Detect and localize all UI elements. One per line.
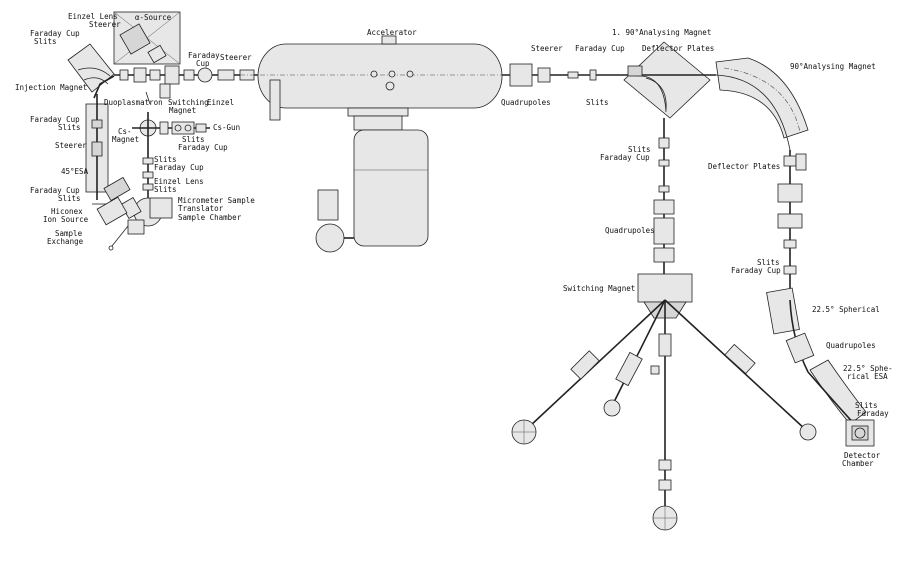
label-slits-vert: Slits — [628, 145, 651, 154]
label-slits-hi: Slits — [586, 98, 609, 107]
analysing-magnet-1 — [616, 41, 716, 119]
label-detector-2: Chamber — [842, 459, 874, 468]
source-branch — [145, 83, 171, 105]
label-hiconex-1: Hiconex — [51, 207, 83, 216]
injection-beamline — [114, 65, 258, 85]
label-deflector-plates-2: Deflector Plates — [708, 162, 781, 171]
label-einzel-lens-mid: Einzel Lens — [154, 177, 204, 186]
deflector-plate-block — [795, 153, 807, 171]
label-sample-exchange-1: Sample — [55, 229, 83, 238]
label-slits-left2: Slits — [58, 194, 81, 203]
label-alpha-source: α-Source — [135, 13, 172, 22]
label-quadrupoles-right: Quadrupoles — [826, 341, 876, 350]
label-faraday-src: Faraday — [188, 51, 220, 60]
label-faraday-cup-hi: Faraday Cup — [575, 44, 625, 53]
label-slits-left1: Slits — [58, 123, 81, 132]
label-micrometer: Micrometer Sample — [178, 196, 255, 205]
label-accelerator: Accelerator — [367, 28, 417, 37]
label-faraday-cup-left1: Faraday Cup — [30, 115, 80, 124]
label-sample-exchange-2: Exchange — [47, 237, 84, 246]
label-cs-magnet-1: Cs- — [118, 127, 132, 136]
injection-magnet — [67, 43, 115, 99]
label-injection-magnet: Injection Magnet — [15, 83, 88, 92]
switching-magnet — [511, 273, 817, 531]
spherical-esa — [766, 287, 867, 429]
label-duoplasmatron: Duoplasmatron — [104, 98, 163, 107]
label-deflector-plates-1: Deflector Plates — [642, 44, 715, 53]
label-steerer-hi: Steerer — [531, 44, 563, 53]
label-faraday-cup-vert: Faraday Cup — [600, 153, 650, 162]
label-analysing-magnet-2: 90°Analysing Magnet — [790, 62, 876, 71]
cs-magnet — [132, 112, 210, 144]
label-hiconex-2: Ion Source — [43, 215, 89, 224]
sample-beamline — [142, 144, 154, 200]
label-quadrupoles-hi: Quadrupoles — [501, 98, 551, 107]
label-slits-mid: Slits — [154, 155, 177, 164]
vertical-beamline — [653, 118, 675, 290]
analysing-magnet-2 — [715, 57, 809, 300]
label-slits-mid2: Slits — [154, 185, 177, 194]
accelerator-tank — [240, 35, 520, 253]
label-spherical-1: 22.5° Spherical — [812, 305, 880, 314]
label-slits-cs: Slits — [182, 135, 205, 144]
label-slits-top: Slits — [34, 37, 57, 46]
label-faraday-det: Faraday — [857, 409, 889, 418]
label-einzel-lens-top: Einzel Lens — [68, 12, 118, 21]
high-energy-beamline — [502, 63, 616, 87]
label-switching-src: Switching — [168, 98, 209, 107]
label-cup-src: Cup — [196, 59, 210, 68]
label-esa-45: 45°ESA — [61, 167, 89, 176]
label-slits-det: Slits — [855, 401, 878, 410]
label-magnet-src: Magnet — [169, 106, 197, 115]
label-steerer-top: Steerer — [89, 20, 121, 29]
label-faraday-cup-left2: Faraday Cup — [30, 186, 80, 195]
alpha-source — [113, 11, 181, 65]
label-steerer-left: Steerer — [55, 141, 87, 150]
label-spherical-esa-1: 22.5° Sphe- — [843, 364, 893, 373]
label-faraday-cup-mid: Faraday Cup — [154, 163, 204, 172]
esa-45 — [85, 94, 109, 200]
label-einzel-src: Einzel — [207, 98, 235, 107]
detector-chamber — [845, 419, 875, 447]
label-slits-right: Slits — [757, 258, 780, 267]
label-steerer-src: Steerer — [220, 53, 252, 62]
label-sample-chamber: Sample Chamber — [178, 213, 242, 222]
sample-chamber — [92, 176, 173, 251]
label-translator: Translator — [178, 204, 224, 213]
label-spherical-esa-2: rical ESA — [847, 372, 888, 381]
label-faraday-cup-cs: Faraday Cup — [178, 143, 228, 152]
label-cs-magnet-2: Magnet — [112, 135, 140, 144]
label-quadrupoles-vert: Quadrupoles — [605, 226, 655, 235]
label-faraday-cup-right: Faraday Cup — [731, 266, 781, 275]
label-faraday-cup-top: Faraday Cup — [30, 29, 80, 38]
label-detector-1: Detector — [844, 451, 881, 460]
label-cs-gun: Cs-Gun — [213, 123, 241, 132]
label-analysing-magnet-1: 1. 90°Analysing Magnet — [612, 28, 712, 37]
label-switching-magnet: Switching Magnet — [563, 284, 636, 293]
